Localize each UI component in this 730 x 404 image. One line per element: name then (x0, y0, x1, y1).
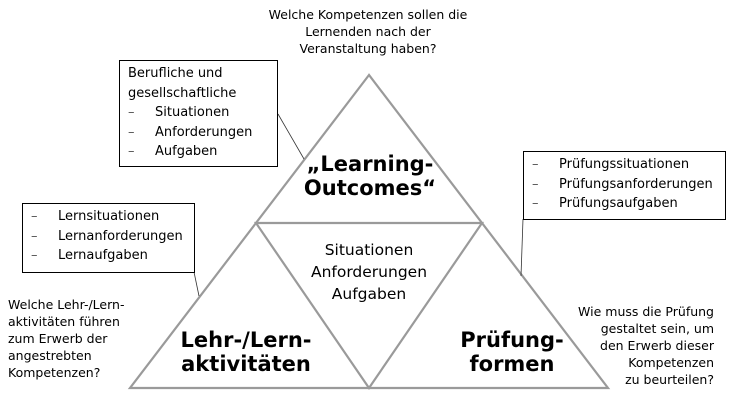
connector-pruefung (520, 218, 524, 277)
dash-bullet-icon: – (128, 144, 135, 159)
label-line: Anforderungen (310, 263, 428, 281)
label-line: Prüfung- (460, 328, 564, 352)
list-item: – Situationen (128, 103, 269, 123)
question-pruefung: Wie muss die Prüfung gestaltet sein, um … (560, 303, 714, 388)
question-line: Wie muss die Prüfung (578, 304, 714, 319)
dash-bullet-icon: – (31, 248, 38, 263)
question-line: zu beurteilen? (625, 372, 714, 387)
list-item-label: Situationen (155, 105, 230, 120)
list-item: – Lernsituationen (31, 207, 186, 227)
label-line: „Learning- (306, 152, 434, 176)
list-item-label: Prüfungsaufgaben (559, 196, 678, 211)
question-line: Veranstaltung haben? (299, 41, 437, 56)
dash-bullet-icon: – (128, 124, 135, 140)
question-line: den Erwerb dieser (600, 338, 714, 353)
label-pruefungsformen: Prüfung- formen (452, 328, 572, 376)
question-line: Kompetenzen (628, 355, 714, 370)
question-line: aktivitäten führen (8, 314, 120, 329)
question-line: zum Erwerb der (8, 331, 108, 346)
question-line: angestrebten (8, 348, 92, 363)
connector-outcomes (277, 113, 305, 160)
list-item-label: Aufgaben (155, 144, 218, 159)
label-line: Outcomes“ (303, 176, 437, 200)
list-item-label: Prüfungsanforderungen (559, 176, 713, 192)
dash-bullet-icon: – (31, 228, 38, 244)
connector-lehr (193, 271, 200, 297)
dash-bullet-icon: – (532, 157, 539, 172)
box-heading: Berufliche und (128, 66, 223, 81)
label-line: Situationen (324, 241, 414, 259)
box-pruefung: – Prüfungssituationen – Prüfungsanforderun… (523, 151, 726, 220)
question-line: Lernenden nach der (305, 24, 431, 39)
question-lehr: Welche Lehr-/Lern- aktivitäten führen zu… (8, 296, 124, 381)
list-item: – Anforderungen (128, 123, 269, 143)
dash-bullet-icon: – (532, 176, 539, 192)
list-item-label: Prüfungssituationen (559, 157, 690, 172)
question-outcomes: Welche Kompetenzen sollen die Lernenden … (218, 6, 518, 57)
label-center: Situationen Anforderungen Aufgaben (298, 239, 440, 305)
list-item: – Aufgaben (128, 142, 269, 162)
question-line: Welche Kompetenzen sollen die (268, 7, 468, 22)
dash-bullet-icon: – (532, 196, 539, 211)
list-item: – Lernanforderungen (31, 227, 186, 247)
box-outcomes: Berufliche und gesellschaftliche – Situat… (119, 60, 278, 167)
label-line: aktivitäten (181, 352, 311, 376)
list-item-label: Anforderungen (155, 124, 253, 140)
inner-triangle (253, 221, 485, 390)
list-item: – Prüfungsaufgaben (532, 194, 717, 214)
label-line: formen (469, 352, 555, 376)
dash-bullet-icon: – (128, 105, 135, 120)
box-heading: gesellschaftliche (128, 85, 237, 101)
list-item-label: Lernsituationen (58, 209, 160, 224)
list-item: – Lernaufgaben (31, 246, 186, 266)
label-learning-outcomes: „Learning- Outcomes“ (300, 152, 440, 200)
label-line: Lehr-/Lern- (180, 328, 312, 352)
label-line: Aufgaben (331, 285, 407, 303)
list-item: – Prüfungssituationen (532, 155, 717, 175)
list-item-label: Lernanforderungen (58, 228, 183, 244)
list-item: – Prüfungsanforderungen (532, 175, 717, 195)
box-lehr: – Lernsituationen – Lernanforderungen – Ler… (22, 203, 195, 273)
question-line: gestaltet sein, um (600, 321, 714, 336)
question-line: Welche Lehr-/Lern- (8, 297, 125, 312)
list-item-label: Lernaufgaben (58, 248, 148, 263)
dash-bullet-icon: – (31, 209, 38, 224)
question-line: Kompetenzen? (8, 365, 101, 380)
label-lehr-lern-aktivitaeten: Lehr-/Lern- aktivitäten (176, 328, 316, 376)
